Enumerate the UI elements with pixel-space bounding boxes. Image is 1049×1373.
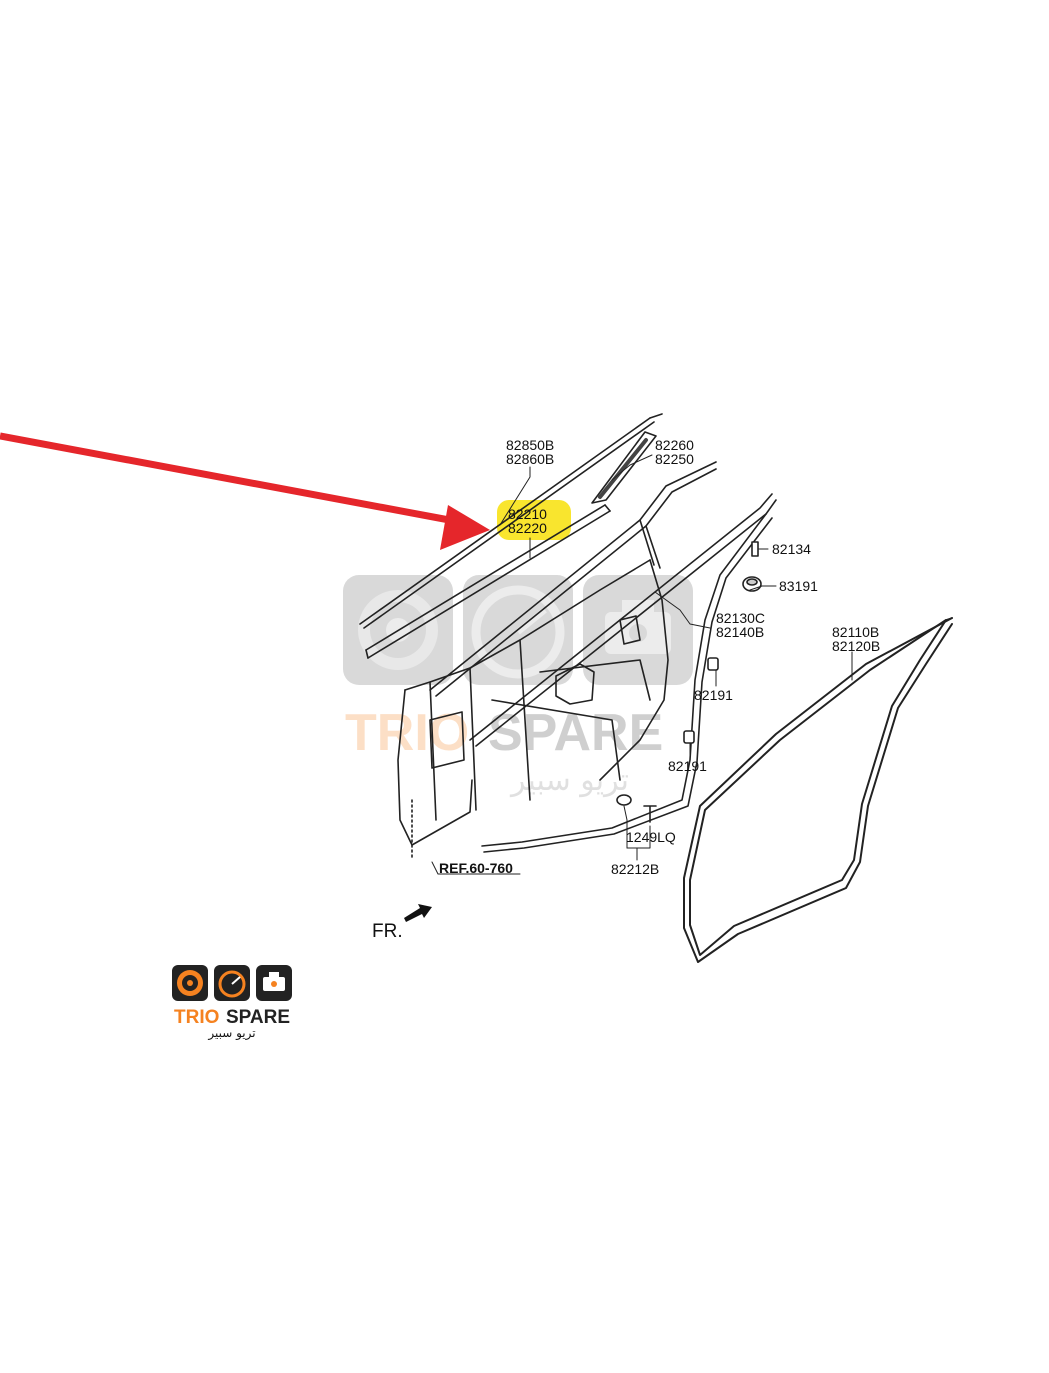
label-82191-upper: 82191 (694, 687, 733, 703)
part-highlight (497, 500, 571, 540)
label-ref: REF.60-760 (439, 860, 513, 876)
label-82191-lower: 82191 (668, 758, 707, 774)
label-82220: 82220 (508, 520, 547, 536)
label-83191: 83191 (779, 578, 818, 594)
gauge-icon (214, 965, 250, 1001)
clip-82134 (751, 541, 759, 557)
highlight-arrow (0, 432, 490, 550)
part-labels: 82850B 82860B 82260 82250 82210 82220 82… (372, 437, 880, 942)
label-82130C: 82130C (716, 610, 765, 626)
logo-brand-right: SPARE (226, 1007, 290, 1028)
door-panel (397, 559, 669, 861)
top-strip (359, 413, 663, 629)
door-drawing (359, 413, 953, 963)
bumper-lower (683, 730, 695, 744)
label-82134: 82134 (772, 541, 811, 557)
label-82210: 82210 (508, 506, 547, 522)
bolt-1249 (643, 805, 657, 823)
label-82260: 82260 (655, 437, 694, 453)
watermark-brand-left: TRIO (345, 704, 469, 762)
watermark-brand-right: SPARE (488, 704, 663, 762)
cap-82212 (616, 794, 632, 806)
weatherstrip (683, 617, 953, 963)
window-frame (429, 461, 717, 697)
belt-moulding (365, 504, 611, 659)
front-arrow-icon (404, 904, 432, 922)
label-82850B: 82850B (506, 437, 554, 453)
label-1249LQ: 1249LQ (626, 829, 676, 845)
label-front: FR. (372, 921, 403, 942)
frame-cover (591, 431, 657, 504)
label-82140B: 82140B (716, 624, 764, 640)
label-82120B: 82120B (832, 638, 880, 654)
watermark: TRIO SPARE تريو سبير (343, 575, 693, 798)
label-82212B: 82212B (611, 861, 659, 877)
bumper-upper (707, 657, 719, 671)
logo-brand-left: TRIO (174, 1007, 219, 1028)
logo-arabic: تريو سبير (207, 1026, 255, 1041)
label-82860B: 82860B (506, 451, 554, 467)
engine-icon (256, 965, 292, 1001)
label-82250: 82250 (655, 451, 694, 467)
label-82110B: 82110B (832, 624, 879, 640)
leader-lines (431, 454, 853, 875)
brand-logo: TRIO SPARE تريو سبير (172, 965, 292, 1041)
speaker-icon (172, 965, 208, 1001)
